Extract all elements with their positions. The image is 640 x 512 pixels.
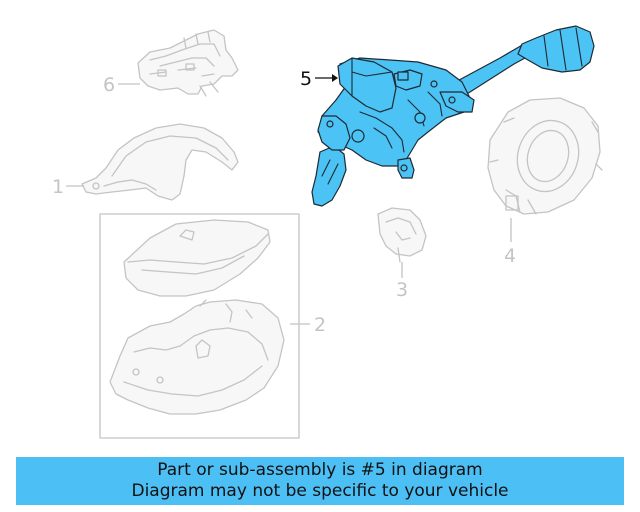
callout-5: 5 <box>300 68 338 90</box>
banner-line-2: Diagram may not be specific to your vehi… <box>131 481 509 501</box>
svg-text:3: 3 <box>396 279 408 301</box>
svg-text:1: 1 <box>52 176 64 198</box>
callout-4: 4 <box>504 218 516 267</box>
part-4-clockspring <box>487 97 603 215</box>
callout-2: 2 <box>290 314 326 336</box>
svg-text:4: 4 <box>504 245 516 267</box>
part-3-bracket <box>377 207 427 263</box>
banner-line-1: Part or sub-assembly is #5 in diagram <box>157 460 483 480</box>
svg-text:6: 6 <box>103 74 115 96</box>
part-5-combination-switch <box>311 25 595 207</box>
callout-1: 1 <box>52 176 84 198</box>
callout-3: 3 <box>396 262 408 301</box>
parts-diagram: 6 1 2 3 4 5 <box>52 25 603 439</box>
notice-banner: Part or sub-assembly is #5 in diagram Di… <box>16 457 624 505</box>
part-2-group <box>99 213 300 439</box>
svg-text:2: 2 <box>314 314 326 336</box>
callout-6: 6 <box>103 74 140 96</box>
part-6-bracket <box>137 29 239 97</box>
svg-text:5: 5 <box>300 68 312 90</box>
part-1-upper-shroud <box>81 123 239 201</box>
